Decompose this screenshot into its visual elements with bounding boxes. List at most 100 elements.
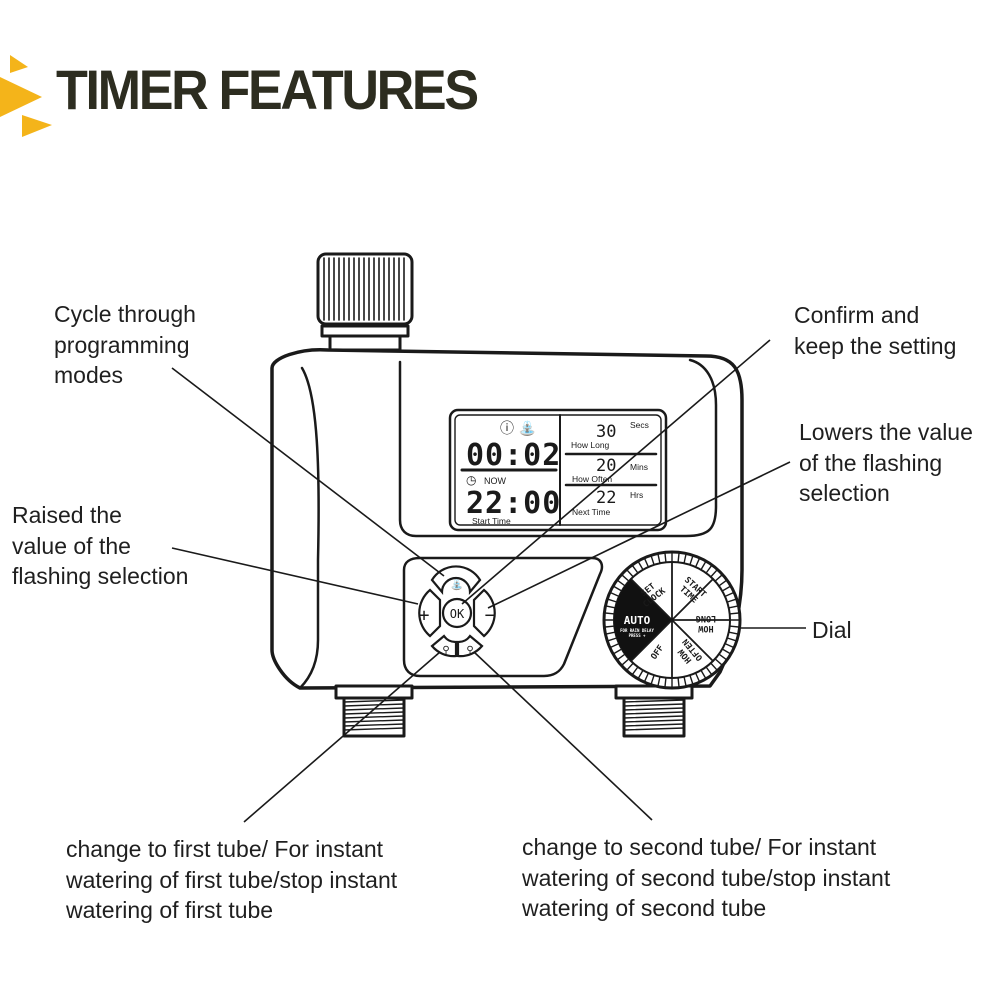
dial-auto: AUTO — [624, 614, 651, 627]
dial-auto-sub1: FOR RAIN DELAY — [620, 628, 654, 633]
label-first-tube-line3: watering of first tube — [66, 897, 274, 923]
lcd-next-time-unit: Hrs — [630, 490, 643, 500]
ok-button[interactable] — [441, 597, 473, 629]
dial-ridge — [705, 667, 713, 675]
minus-button[interactable] — [472, 588, 496, 638]
dial-ridge — [683, 677, 687, 687]
accent-triangle-middle — [0, 77, 42, 117]
dial-ridge — [722, 585, 731, 592]
body-side-contour — [298, 366, 320, 690]
dial-ridge — [710, 569, 718, 577]
outlet-right — [614, 684, 694, 738]
dial-ridge — [607, 598, 617, 603]
label-cycle-line1: Cycle through — [54, 301, 196, 327]
outlet-left — [334, 684, 414, 738]
plus-button-label: + — [419, 605, 430, 626]
thread-line — [623, 707, 685, 711]
thread-line — [343, 711, 405, 715]
lcd-now-label: NOW — [484, 476, 507, 486]
dial-ridge — [677, 552, 680, 563]
dial-ridge — [644, 673, 649, 682]
lcd-how-often-value: 20 — [596, 456, 616, 476]
label-confirm: Confirm and keep the setting — [794, 300, 956, 361]
mode-button[interactable] — [430, 565, 482, 596]
dial-ridge — [657, 677, 661, 687]
dial-ridge — [715, 574, 723, 582]
dial-ridge — [604, 612, 615, 615]
thread-line — [623, 723, 685, 727]
dial-ridge — [644, 558, 649, 567]
dial-ridge — [617, 579, 625, 587]
label-second-tube: change to second tube/ For instant water… — [522, 832, 890, 924]
lcd-how-often-unit: Mins — [630, 462, 648, 472]
label-cycle-line2: programming — [54, 331, 190, 358]
thread-line — [343, 719, 405, 723]
leader-raised — [171, 547, 419, 605]
dial-ridge — [715, 658, 723, 666]
dial-ridge — [621, 658, 629, 666]
dial-ridge — [604, 625, 615, 628]
dial-ridge — [725, 643, 734, 648]
inlet-nut — [316, 252, 414, 352]
dial-ridge — [725, 592, 734, 597]
dial-ridge — [729, 625, 740, 628]
label-confirm-line2: keep the setting — [794, 332, 957, 359]
dial-ridge — [631, 667, 639, 675]
dial-auto-sub2: PRESS + — [629, 633, 646, 638]
label-second-tube-line1: change to second tube/ For instant — [522, 834, 877, 860]
accent-chevrons — [0, 55, 52, 137]
clock-icon: ◷ — [466, 473, 477, 487]
thread-line — [623, 715, 685, 719]
label-raised-value: Raised the value of the flashing selecti… — [12, 500, 188, 592]
dial-ridge — [729, 605, 739, 609]
leader-lines — [171, 339, 806, 823]
label-dial-text: Dial — [812, 617, 852, 643]
control-pad — [418, 565, 496, 658]
thread-line — [623, 699, 685, 703]
leader-first-tube — [243, 651, 441, 823]
lcd-how-long-value: 30 — [596, 422, 616, 442]
label-dial: Dial — [812, 615, 852, 646]
dial-ridge — [722, 648, 731, 655]
lcd-clock: 22:00 — [466, 486, 561, 521]
label-confirm-line1: Confirm and — [794, 302, 920, 328]
accent-triangle-top — [10, 55, 28, 73]
label-lowers-value: Lowers the value of the flashing selecti… — [799, 417, 973, 509]
dial-ridge — [727, 637, 737, 642]
dial-ridge — [631, 565, 639, 573]
accent-triangle-bottom — [22, 115, 52, 137]
label-cycle-line3: modes — [54, 362, 124, 388]
dial-ridge — [710, 663, 718, 671]
first-tube-button[interactable] — [430, 634, 458, 658]
dial-ridge — [657, 553, 661, 563]
label-cycle-modes: Cycle through programming modes — [54, 299, 196, 391]
dial-ridge — [705, 565, 713, 573]
dial-ridge — [610, 643, 619, 648]
label-second-tube-line3: watering of second tube — [522, 895, 767, 921]
lcd-next-time-label: Next Time — [572, 507, 611, 517]
dial-ridge — [683, 553, 687, 563]
dial-ridge — [610, 592, 619, 597]
plus-button[interactable] — [418, 588, 442, 638]
thread-line — [343, 703, 405, 707]
lcd-how-long-label: How Long — [571, 440, 610, 450]
thread-line — [343, 699, 405, 703]
dial-ridge — [719, 653, 727, 661]
label-raised-line2: value of the — [12, 532, 131, 559]
dial-ridge — [637, 561, 644, 570]
thread-line — [623, 703, 685, 707]
dial-ridge — [664, 552, 667, 563]
label-raised-line3: flashing selection — [12, 563, 189, 589]
dial-ridge — [689, 555, 694, 565]
lcd-frame — [448, 408, 668, 532]
control-pad-glyphs: OK + − ⛲ ⚲ ⚲ — [419, 578, 496, 656]
dial-ridge — [727, 598, 737, 603]
dial-ridge — [626, 663, 634, 671]
mode-cycle-icon: ⛲ — [451, 578, 463, 591]
label-first-tube-line1: change to first tube/ For instant — [66, 836, 384, 862]
second-tube-button[interactable] — [456, 634, 484, 658]
dial-ridge — [605, 605, 615, 609]
thread-line — [343, 727, 405, 731]
label-lowers-line3: selection — [799, 480, 890, 506]
